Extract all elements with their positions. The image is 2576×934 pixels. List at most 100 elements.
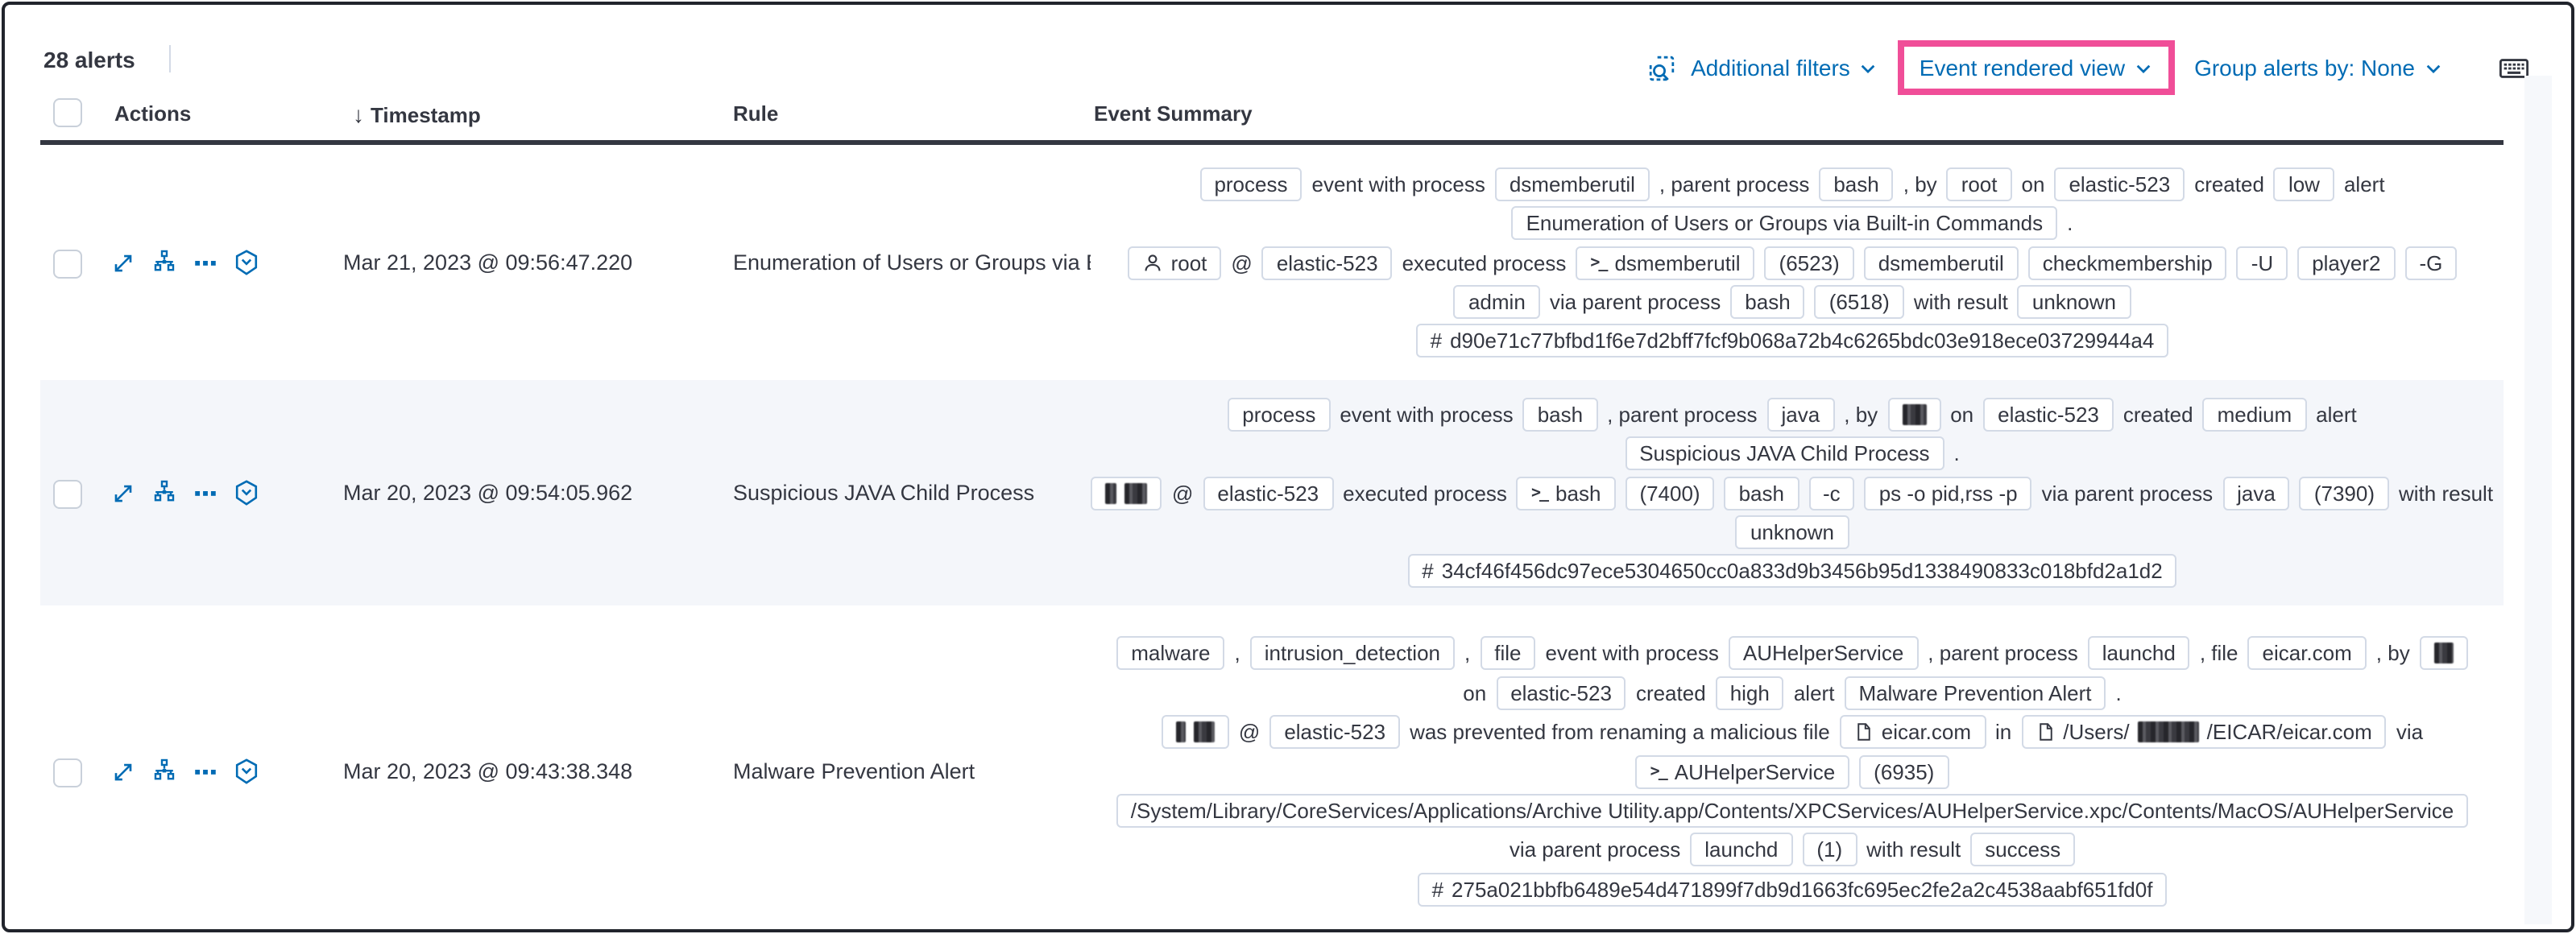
- field-badge[interactable]: process: [1228, 397, 1331, 432]
- field-badge[interactable]: dsmemberutil: [1494, 167, 1650, 201]
- field-badge[interactable]: high: [1715, 676, 1784, 710]
- field-badge[interactable]: (1): [1802, 833, 1857, 867]
- field-badge[interactable]: elastic-523: [2054, 167, 2185, 201]
- field-badge[interactable]: -G: [2404, 246, 2458, 279]
- field-badge[interactable]: java: [2222, 476, 2290, 510]
- select-row-checkbox[interactable]: [53, 480, 82, 509]
- field-badge[interactable]: [2419, 636, 2468, 671]
- field-badge[interactable]: intrusion_detection: [1249, 636, 1456, 671]
- field-badge[interactable]: process: [1199, 167, 1302, 201]
- inspect-button[interactable]: [1647, 54, 1675, 81]
- field-badge[interactable]: /Users//EICAR/eicar.com: [2021, 715, 2387, 750]
- field-badge[interactable]: #d90e71c77bfbd1f6e7d2bff7fcf9b068a72b4c6…: [1415, 324, 2169, 358]
- field-badge[interactable]: elastic-523: [1269, 715, 1401, 750]
- field-badge[interactable]: elastic-523: [1983, 397, 2114, 432]
- field-badge[interactable]: [1091, 476, 1162, 510]
- field-badge[interactable]: success: [1970, 833, 2076, 867]
- more-actions-button[interactable]: [193, 481, 217, 505]
- summary-text: via: [2396, 720, 2424, 745]
- more-actions-button[interactable]: [193, 759, 217, 783]
- additional-filters-button[interactable]: Additional filters: [1691, 55, 1879, 81]
- rule-cell[interactable]: Suspicious JAVA Child Process: [733, 481, 1035, 505]
- field-badge[interactable]: bash: [1819, 167, 1894, 201]
- badge-text: -U: [2251, 250, 2274, 275]
- field-badge[interactable]: /System/Library/CoreServices/Application…: [1116, 793, 2469, 828]
- field-badge[interactable]: launchd: [2087, 636, 2190, 671]
- field-badge[interactable]: medium: [2202, 397, 2307, 432]
- badge-text: bash: [1833, 172, 1879, 196]
- field-badge[interactable]: admin: [1453, 284, 1540, 319]
- field-badge[interactable]: Malware Prevention Alert: [1844, 676, 2106, 710]
- divider: [169, 45, 171, 72]
- view-selector-button[interactable]: Event rendered view: [1920, 55, 2154, 81]
- rule-cell[interactable]: Malware Prevention Alert: [733, 759, 975, 783]
- investigate-in-timeline-button[interactable]: [234, 480, 259, 506]
- field-badge[interactable]: unknown: [2017, 284, 2131, 319]
- field-badge[interactable]: #275a021bbfb6489e54d471899f7db9d1663fc69…: [1417, 872, 2168, 907]
- field-badge[interactable]: -c: [1808, 476, 1855, 510]
- select-row-checkbox[interactable]: [53, 758, 82, 787]
- analyze-event-button[interactable]: [151, 250, 177, 275]
- field-badge[interactable]: elastic-523: [1261, 246, 1393, 279]
- badge-text: AUHelperService: [1742, 641, 1904, 666]
- field-badge[interactable]: java: [1766, 397, 1835, 432]
- investigate-in-timeline-button[interactable]: [234, 758, 259, 784]
- field-badge[interactable]: bash: [1522, 397, 1598, 432]
- rule-cell[interactable]: Enumeration of Users or Groups via Bui: [733, 250, 1091, 275]
- select-row-checkbox[interactable]: [53, 250, 82, 279]
- field-badge[interactable]: AUHelperService: [1728, 636, 1919, 671]
- field-badge[interactable]: launchd: [1690, 833, 1793, 867]
- field-badge[interactable]: Suspicious JAVA Child Process: [1625, 436, 1944, 471]
- field-badge[interactable]: eicar.com: [1839, 715, 1986, 750]
- more-actions-button[interactable]: [193, 250, 217, 275]
- field-badge[interactable]: unknown: [1735, 515, 1849, 549]
- field-badge[interactable]: (7390): [2299, 476, 2389, 510]
- analyze-event-button[interactable]: [151, 758, 177, 784]
- badge-text: elastic-523: [1998, 402, 2099, 427]
- field-badge[interactable]: (6518): [1814, 284, 1904, 319]
- analyzer-icon: [151, 480, 177, 506]
- expand-alert-button[interactable]: [111, 481, 135, 505]
- field-badge[interactable]: (6935): [1859, 754, 1949, 788]
- vertical-scrollbar[interactable]: [2524, 76, 2552, 924]
- column-header-timestamp[interactable]: ↓ Timestamp: [353, 101, 481, 127]
- keyboard-shortcuts-icon[interactable]: [2499, 52, 2529, 83]
- field-badge[interactable]: -U: [2236, 246, 2288, 279]
- field-badge[interactable]: [1887, 397, 1941, 432]
- field-badge[interactable]: file: [1480, 636, 1536, 671]
- summary-text: ,: [1464, 641, 1471, 666]
- investigate-in-timeline-button[interactable]: [234, 250, 259, 275]
- group-alerts-button[interactable]: Group alerts by: None: [2194, 55, 2444, 81]
- field-badge[interactable]: elastic-523: [1496, 676, 1626, 710]
- field-badge[interactable]: elastic-523: [1203, 476, 1334, 510]
- field-badge[interactable]: >_AUHelperService: [1635, 754, 1850, 788]
- field-badge[interactable]: (7400): [1625, 476, 1715, 510]
- sort-descending-icon[interactable]: ↓: [353, 101, 364, 127]
- field-badge[interactable]: root: [1127, 246, 1222, 279]
- user-icon: [1142, 252, 1163, 273]
- badge-text: (1): [1816, 837, 1843, 862]
- field-badge[interactable]: low: [2273, 167, 2334, 201]
- expand-alert-button[interactable]: [111, 250, 135, 275]
- field-badge[interactable]: dsmemberutil: [1863, 246, 2019, 279]
- field-badge[interactable]: malware: [1116, 636, 1225, 671]
- badge-text: d90e71c77bfbd1f6e7d2bff7fcf9b068a72b4c62…: [1450, 329, 2155, 353]
- field-badge[interactable]: bash: [1730, 284, 1805, 319]
- analyze-event-button[interactable]: [151, 480, 177, 506]
- field-badge[interactable]: #34cf46f456dc97ece5304650cc0a833d9b3456b…: [1407, 554, 2177, 589]
- field-badge[interactable]: (6523): [1764, 246, 1854, 279]
- field-badge[interactable]: player2: [2297, 246, 2396, 279]
- field-badge[interactable]: >_bash: [1516, 476, 1616, 510]
- expand-alert-button[interactable]: [111, 759, 135, 783]
- field-badge[interactable]: checkmembership: [2027, 246, 2227, 279]
- field-badge[interactable]: >_dsmemberutil: [1576, 246, 1755, 279]
- field-badge[interactable]: ps -o pid,rss -p: [1864, 476, 2032, 510]
- field-badge[interactable]: Enumeration of Users or Groups via Built…: [1511, 206, 2058, 241]
- field-badge[interactable]: eicar.com: [2247, 636, 2367, 671]
- field-badge[interactable]: root: [1946, 167, 2012, 201]
- field-badge[interactable]: [1161, 715, 1229, 750]
- field-badge[interactable]: bash: [1724, 476, 1799, 510]
- select-all-checkbox[interactable]: [53, 98, 82, 127]
